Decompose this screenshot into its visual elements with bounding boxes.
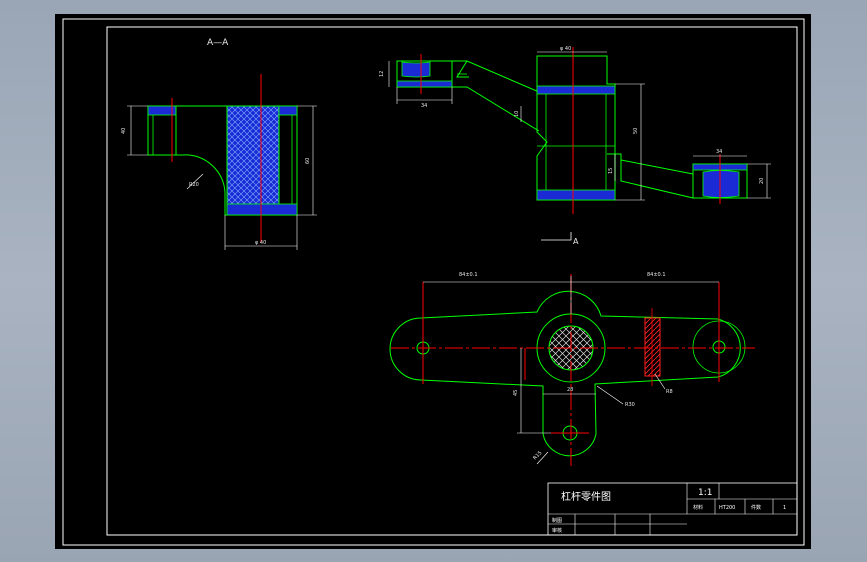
- dim-boss-width: 34: [421, 103, 427, 109]
- dim-fillet: R20: [189, 182, 199, 188]
- dim-plan-vert: 45: [513, 390, 519, 396]
- dim-right-boss-height: 20: [759, 178, 765, 184]
- dim-plan-left: 84±0.1: [459, 272, 478, 278]
- checked-label: 审核: [552, 527, 562, 534]
- dim-right-height: 50: [633, 128, 639, 134]
- dim-right-small: 15: [608, 168, 614, 174]
- dim-mid-small: 10: [514, 111, 520, 117]
- material-label: 材料: [693, 504, 703, 511]
- outer-frame: [62, 18, 805, 546]
- scale-value: 1:1: [698, 488, 712, 498]
- front-view: φ 40 12 34 10 50 15 34 20 A: [379, 46, 771, 246]
- inner-frame: [106, 26, 798, 536]
- part-name: 杠杆零件图: [561, 490, 611, 503]
- dim-right-height: 60: [305, 158, 311, 164]
- section-view-a: A—A 40 60 φ 40 R20: [121, 38, 317, 250]
- dim-boss-height: 12: [379, 71, 385, 77]
- material-value: HT200: [719, 505, 735, 511]
- dim-plan-width: 28: [567, 387, 573, 393]
- drawn-label: 制图: [552, 517, 562, 524]
- dim-right-boss-width: 34: [716, 149, 722, 155]
- view-marker: A: [573, 237, 579, 246]
- title-block: 杠杆零件图 1:1 材料 HT200 件数 1 制图 审核: [547, 482, 798, 536]
- dim-left-height: 40: [121, 128, 127, 134]
- drawing-viewport[interactable]: A—A 40 60 φ 40 R20: [55, 14, 811, 549]
- dim-plan-r30: R30: [625, 402, 635, 408]
- cad-drawing: A—A 40 60 φ 40 R20: [62, 18, 805, 546]
- section-label: A—A: [207, 38, 229, 48]
- dim-top-diameter: φ 40: [560, 46, 571, 52]
- dim-left-width: φ 40: [255, 240, 266, 246]
- count-value: 1: [783, 505, 786, 511]
- dim-plan-right: 84±0.1: [647, 272, 666, 278]
- plan-view: 84±0.1 84±0.1 45 28 R30 R8 R15: [389, 272, 755, 466]
- dim-plan-r8: R8: [666, 389, 673, 395]
- count-label: 件数: [751, 504, 761, 511]
- dim-plan-r15: R15: [532, 450, 543, 461]
